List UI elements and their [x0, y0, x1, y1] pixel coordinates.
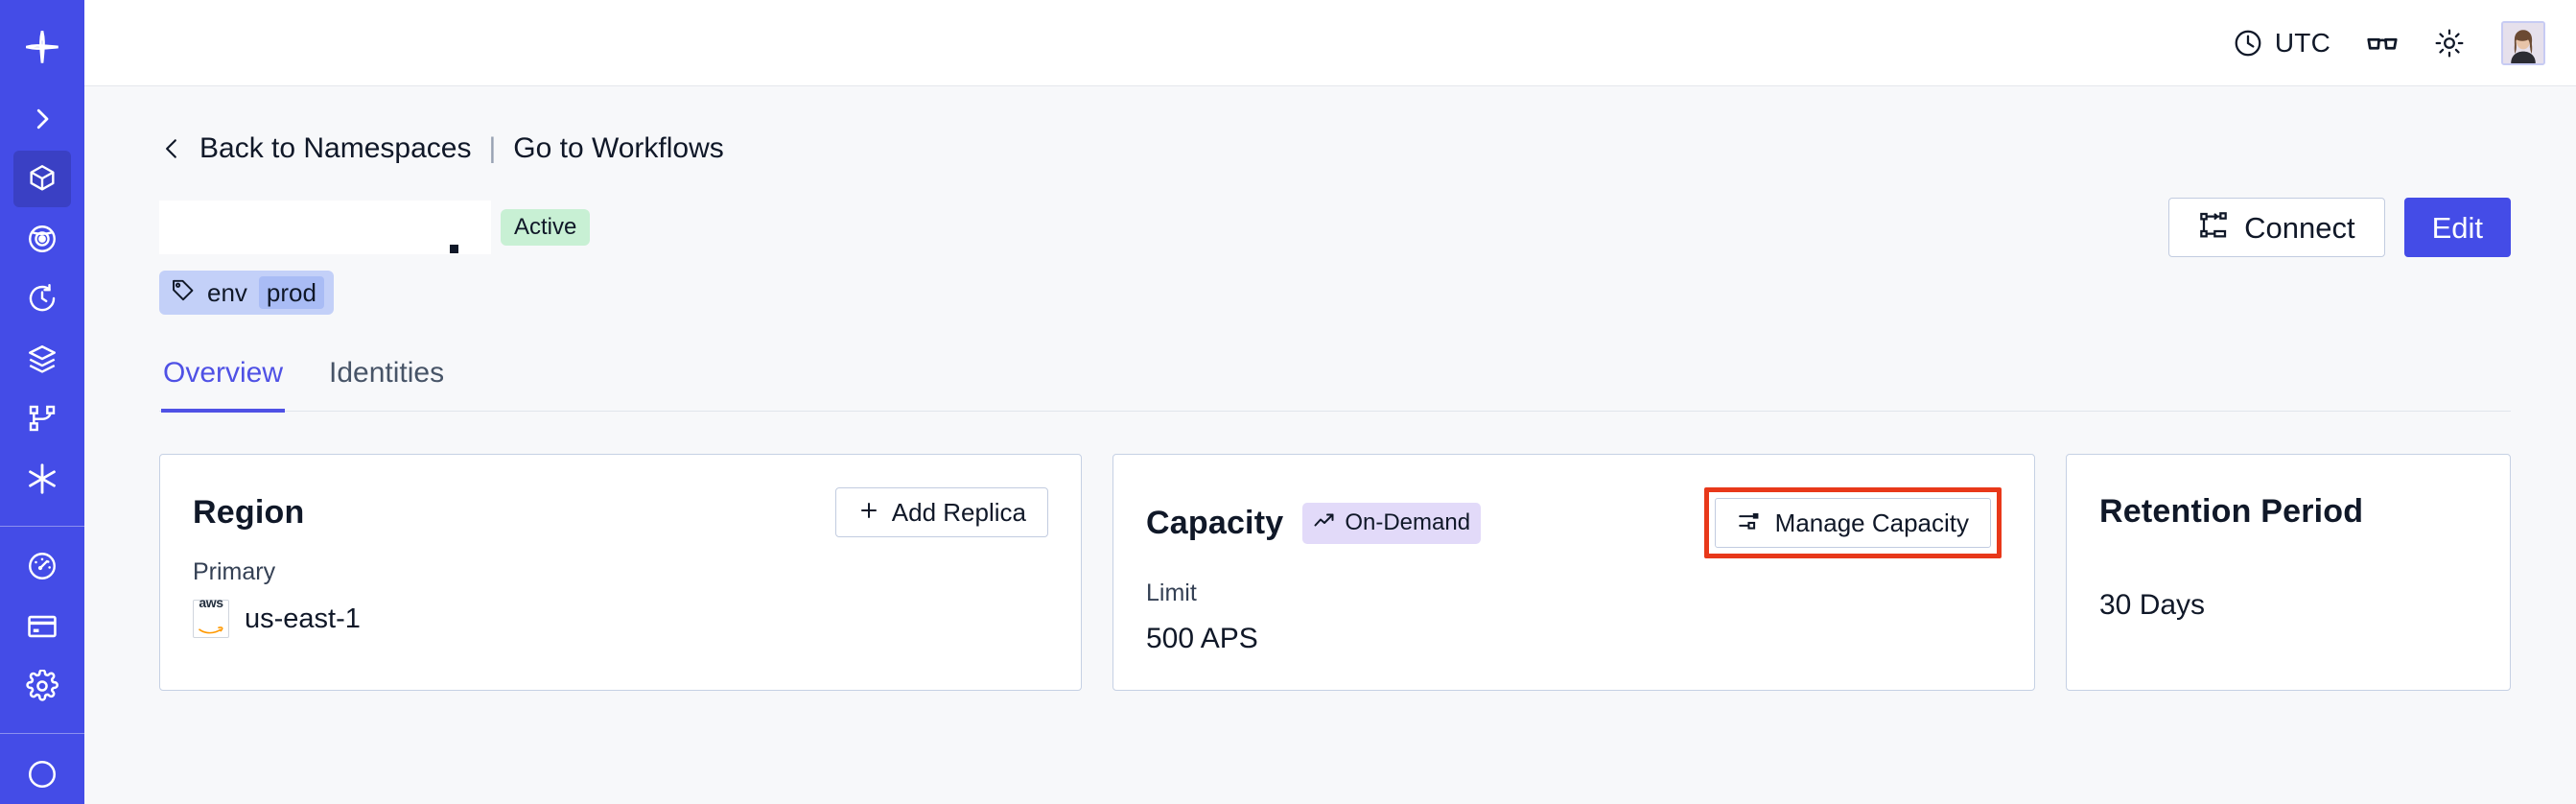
sidebar-item-batch-operations[interactable] [13, 331, 71, 388]
manage-capacity-button[interactable]: Manage Capacity [1714, 498, 1991, 548]
sidebar-item-schedules[interactable] [13, 271, 71, 327]
breadcrumb-divider: | [488, 132, 497, 164]
sun-icon [2434, 28, 2465, 59]
connect-button-label: Connect [2244, 210, 2355, 245]
aws-logo-icon: aws [193, 596, 229, 638]
add-replica-label: Add Replica [891, 498, 1026, 527]
retention-card: Retention Period 30 Days [2066, 454, 2511, 691]
tag-chip-env[interactable]: env prod [159, 271, 334, 315]
sidebar-item-workflows[interactable] [13, 390, 71, 447]
tag-value: prod [258, 276, 324, 309]
capacity-mode-label: On-Demand [1345, 509, 1471, 535]
primary-sidebar [0, 0, 84, 804]
main-column: UTC [84, 0, 2576, 804]
go-to-workflows-link[interactable]: Go to Workflows [513, 132, 724, 164]
sidebar-item-settings[interactable] [13, 658, 71, 715]
glasses-icon [2365, 26, 2400, 60]
connect-button[interactable]: Connect [2168, 198, 2385, 257]
usage-gauge-icon [26, 550, 59, 582]
theme-toggle-button[interactable] [2417, 20, 2482, 66]
manage-capacity-label: Manage Capacity [1774, 508, 1969, 537]
nexus-asterisk-icon [25, 461, 59, 496]
sidebar-item-billing[interactable] [13, 598, 71, 654]
chevron-left-icon[interactable] [159, 132, 184, 165]
timezone-selector[interactable]: UTC [2215, 20, 2348, 66]
back-to-namespaces-link[interactable]: Back to Namespaces [199, 132, 472, 164]
page-title [159, 201, 491, 254]
sliders-icon [1737, 508, 1762, 537]
clock-icon [2233, 28, 2263, 59]
region-card: Region Add Replica Primary [159, 454, 1082, 691]
region-card-title: Region [193, 493, 305, 531]
status-badge: Active [501, 209, 591, 246]
capacity-limit-value: 500 APS [1146, 623, 1258, 654]
avatar[interactable] [2501, 20, 2545, 65]
timezone-label: UTC [2274, 27, 2330, 58]
namespaces-cube-icon [26, 162, 59, 195]
capacity-card: Capacity On-Demand [1112, 454, 2035, 691]
temporal-logo-icon[interactable] [13, 19, 71, 76]
manage-capacity-highlight: Manage Capacity [1703, 487, 2002, 558]
help-circle-icon [26, 758, 59, 791]
edit-button[interactable]: Edit [2403, 198, 2511, 257]
plus-icon [857, 499, 880, 526]
tag-list: env prod [159, 271, 2511, 315]
tab-overview[interactable]: Overview [161, 357, 286, 413]
sidebar-item-observability[interactable] [13, 211, 71, 268]
top-bar: UTC [84, 0, 2576, 86]
sidebar-item-namespaces[interactable] [13, 151, 71, 207]
region-primary-label: Primary [193, 558, 276, 585]
sidebar-item-usage[interactable] [13, 538, 71, 595]
breadcrumb: Back to Namespaces | Go to Workflows [159, 132, 2511, 165]
tag-icon [171, 277, 196, 309]
connect-flow-icon [2198, 210, 2229, 246]
workflows-branch-icon [27, 403, 58, 434]
tag-key: env [207, 278, 247, 307]
capacity-card-title: Capacity [1146, 504, 1284, 541]
sidebar-item-help[interactable] [13, 745, 71, 802]
capacity-limit-label: Limit [1146, 579, 1197, 606]
header-title-row: Active [159, 198, 2511, 257]
capacity-mode-badge: On-Demand [1302, 502, 1482, 544]
sidebar-item-nexus[interactable] [13, 451, 71, 508]
edit-button-label: Edit [2431, 210, 2483, 245]
retention-card-header: Retention Period [2099, 487, 2477, 535]
observability-eye-icon [26, 223, 59, 255]
retention-card-title: Retention Period [2099, 492, 2364, 530]
reading-mode-button[interactable] [2348, 18, 2417, 68]
schedules-clock-icon [26, 282, 59, 315]
billing-card-icon [26, 610, 59, 643]
batch-layers-icon [26, 343, 59, 375]
capacity-card-header: Capacity On-Demand [1146, 487, 2002, 558]
retention-value: 30 Days [2099, 589, 2206, 621]
trending-up-icon [1313, 509, 1336, 537]
tab-identities[interactable]: Identities [329, 357, 445, 389]
add-replica-button[interactable]: Add Replica [834, 487, 1048, 537]
sidebar-divider-1 [0, 526, 84, 527]
region-value: us-east-1 [245, 603, 361, 634]
sidebar-divider-2 [0, 733, 84, 735]
region-value-row: aws us-east-1 [193, 596, 1048, 638]
expand-chevron-icon[interactable] [13, 91, 71, 148]
region-card-header: Region Add Replica [193, 487, 1048, 537]
page-content: Back to Namespaces | Go to Workflows Act… [84, 86, 2576, 804]
tab-bar: Overview Identities [159, 357, 2511, 413]
settings-gear-icon [26, 670, 59, 702]
overview-cards: Region Add Replica Primary [159, 454, 2511, 691]
title-truncation-dot [450, 244, 458, 253]
